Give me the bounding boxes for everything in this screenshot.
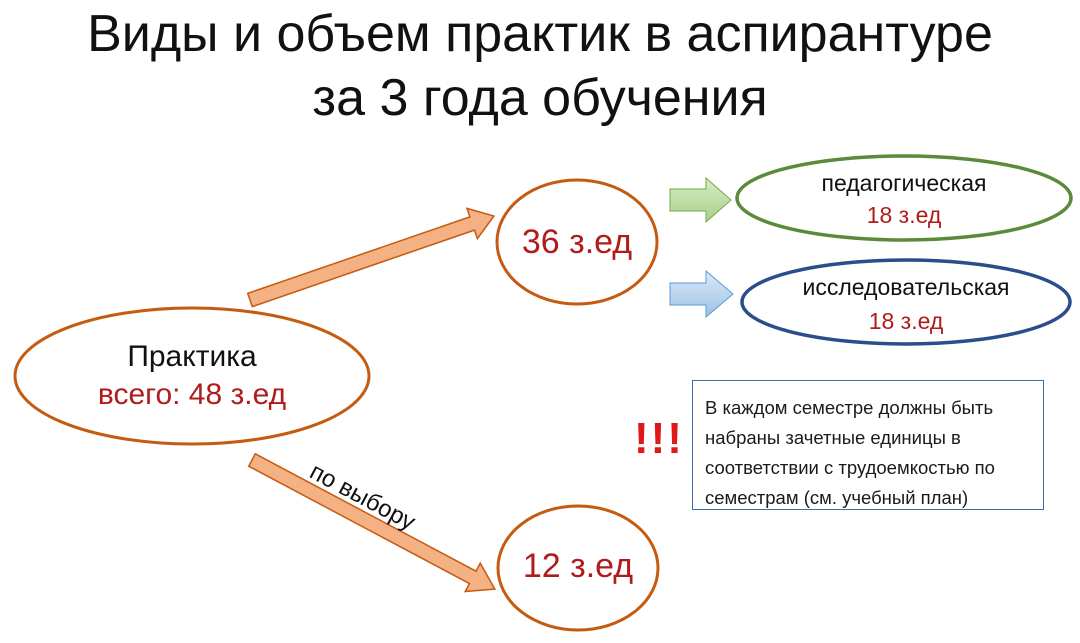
- root-node: [13, 306, 371, 446]
- root-total: всего: 48 з.ед: [97, 378, 287, 411]
- main-branch-node: [495, 178, 659, 306]
- root-label-group: Практика всего: 48 з.ед: [15, 338, 369, 414]
- research-value: 18 з.ед: [868, 308, 944, 334]
- main-branch-value: 36 з.ед: [521, 223, 633, 261]
- warning-note: В каждом семестре должны быть набраны за…: [692, 380, 1044, 510]
- elective-branch-node: [496, 504, 660, 632]
- arrow-to-main: [246, 207, 496, 308]
- pedagogical-name: педагогическая: [821, 170, 987, 196]
- research-node: [740, 258, 1072, 346]
- title-line-2: за 3 года обучения: [312, 69, 768, 127]
- research-name: исследовательская: [802, 274, 1010, 300]
- elective-branch-value: 12 з.ед: [522, 547, 634, 585]
- arrow-to-elective: [247, 452, 497, 593]
- root-label: Практика: [127, 340, 257, 373]
- warning-marks: !!!: [634, 414, 684, 463]
- research-label-group: исследовательская 18 з.ед: [742, 270, 1070, 338]
- page-title: Виды и объем практик в аспирантуре за 3 …: [0, 2, 1080, 130]
- title-line-1: Виды и объем практик в аспирантуре: [87, 5, 993, 63]
- arrow-to-research: [669, 269, 734, 319]
- pedagogical-value: 18 з.ед: [866, 202, 942, 228]
- pedagogical-label-group: педагогическая 18 з.ед: [737, 167, 1071, 231]
- pedagogical-node: [735, 154, 1073, 242]
- arrow-to-pedagogical: [669, 176, 732, 224]
